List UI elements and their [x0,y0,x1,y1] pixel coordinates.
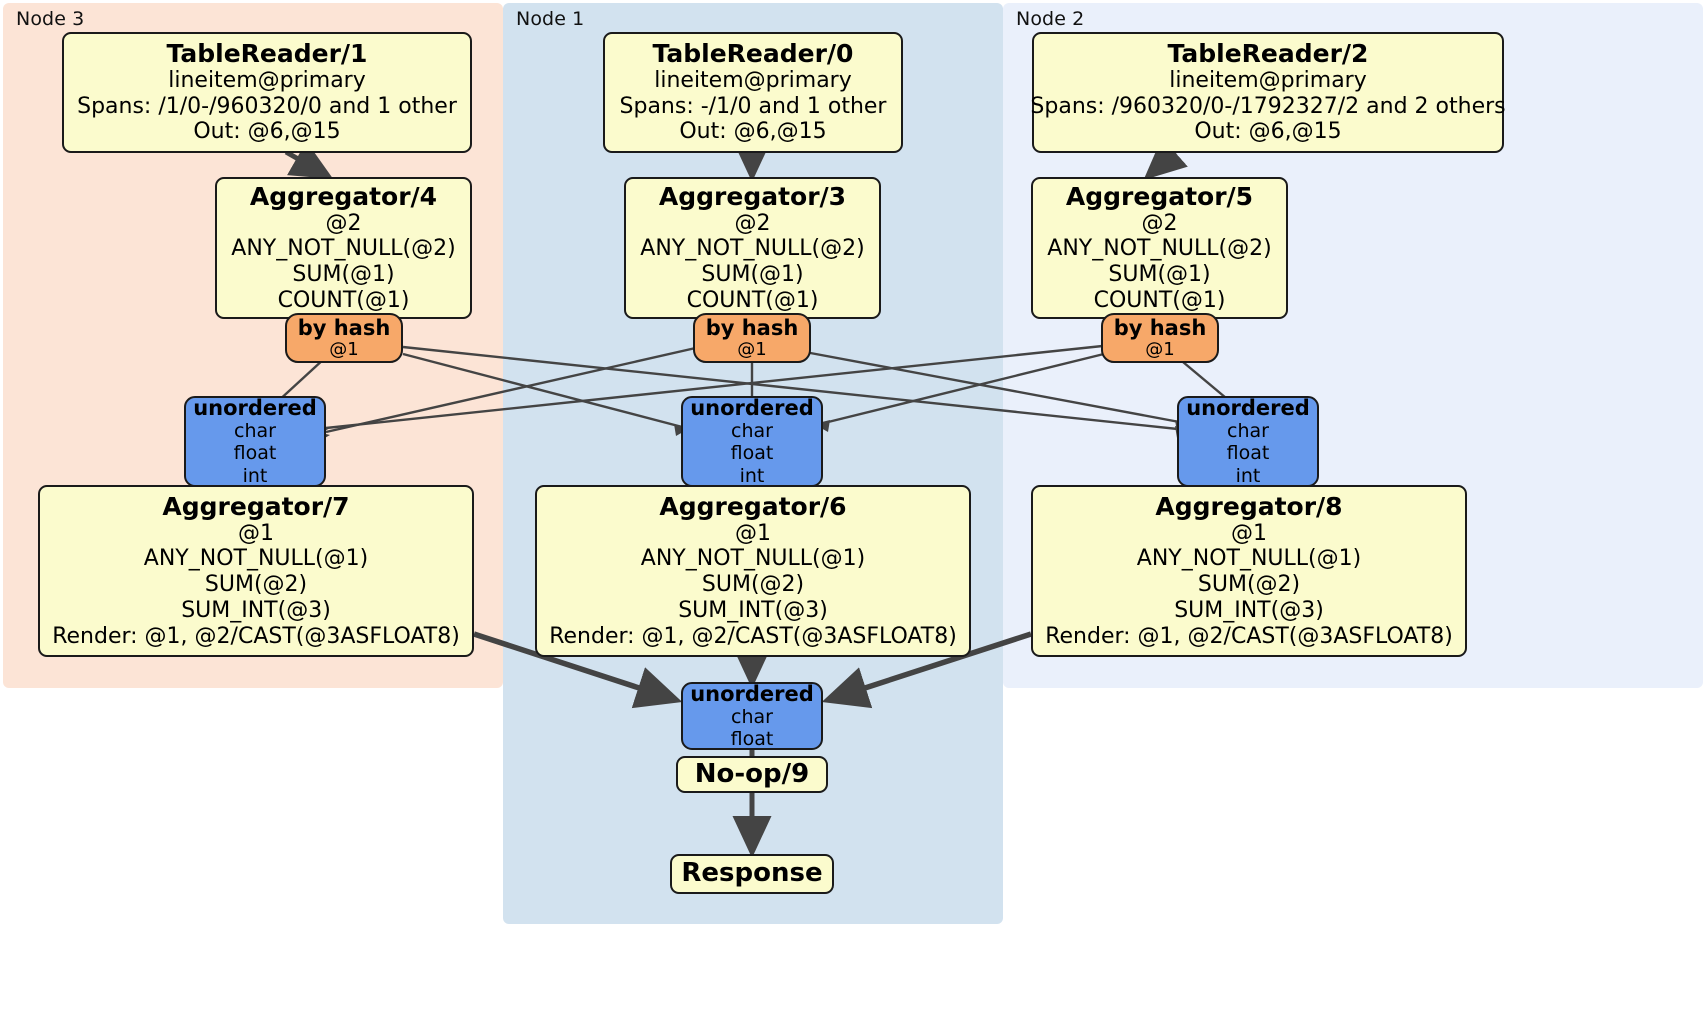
router-title: by hash [1113,315,1207,340]
processor-line: @1 [735,520,771,546]
processor-aggregator-3[interactable]: Aggregator/3 @2 ANY_NOT_NULL(@2) SUM(@1)… [624,177,881,319]
processor-line: Out: @6,@15 [679,119,827,145]
panel-label-node-3: Node 3 [16,8,85,30]
processor-title: Aggregator/8 [1155,491,1343,521]
processor-line: lineitem@primary [168,67,366,93]
synchronizer-unordered-center[interactable]: unordered char float int [681,396,823,487]
synchronizer-line: char [731,705,773,728]
processor-line: Out: @6,@15 [193,119,341,145]
router-title: by hash [705,315,799,340]
synchronizer-title: unordered [1186,395,1310,420]
processor-line: COUNT(@1) [277,287,410,313]
synchronizer-line: int [242,464,268,487]
processor-line: SUM_INT(@3) [678,597,828,623]
processor-line: @2 [325,210,362,236]
processor-line: SUM_INT(@3) [181,597,331,623]
synchronizer-line: char [731,419,773,442]
processor-line: ANY_NOT_NULL(@2) [640,236,865,262]
synchronizer-line: char [234,419,276,442]
processor-line: Out: @6,@15 [1194,119,1342,145]
processor-render-line: Render: @1, @2/CAST(@3ASFLOAT8) [52,623,460,649]
synchronizer-line: int [1235,464,1261,487]
processor-response[interactable]: Response [670,854,834,894]
processor-title: TableReader/2 [1167,38,1369,68]
processor-line: @1 [1231,520,1267,546]
processor-aggregator-6[interactable]: Aggregator/6 @1 ANY_NOT_NULL(@1) SUM(@2)… [535,485,971,657]
synchronizer-unordered-right[interactable]: unordered char float int [1177,396,1319,487]
synchronizer-line: int [739,464,765,487]
processor-title: TableReader/0 [652,38,854,68]
processor-line: Spans: /960320/0-/1792327/2 and 2 others [1030,93,1506,119]
synchronizer-title: unordered [690,681,814,706]
processor-title: Aggregator/5 [1065,181,1254,211]
processor-line: SUM_INT(@3) [1174,597,1324,623]
processor-line: lineitem@primary [654,67,852,93]
processor-title: Response [681,858,823,889]
processor-line: @2 [1141,210,1178,236]
router-title: by hash [297,315,391,340]
processor-line: COUNT(@1) [686,287,819,313]
processor-line: COUNT(@1) [1093,287,1226,313]
processor-line: SUM(@1) [701,262,804,287]
synchronizer-title: unordered [193,395,317,420]
processor-title: Aggregator/3 [658,181,847,211]
processor-tablereader-2[interactable]: TableReader/2 lineitem@primary Spans: /9… [1030,32,1506,153]
synchronizer-title: unordered [690,395,814,420]
processor-line: ANY_NOT_NULL(@2) [1047,236,1272,262]
synchronizer-line: char [1227,419,1269,442]
panel-label-node-2: Node 2 [1016,8,1085,30]
router-by-hash-left[interactable]: by hash @1 [285,313,403,363]
processor-render-line: Render: @1, @2/CAST(@3ASFLOAT8) [549,623,957,649]
router-line: @1 [1145,338,1175,360]
processor-line: SUM(@2) [1197,572,1301,598]
router-by-hash-right[interactable]: by hash @1 [1101,313,1219,363]
processor-line: SUM(@2) [204,572,308,598]
processor-line: SUM(@1) [1108,262,1211,287]
processor-line: SUM(@2) [701,572,805,598]
processor-line: Spans: /1/0-/960320/0 and 1 other [77,93,457,119]
processor-aggregator-7[interactable]: Aggregator/7 @1 ANY_NOT_NULL(@1) SUM(@2)… [38,485,474,657]
processor-line: Spans: -/1/0 and 1 other [619,93,887,119]
synchronizer-unordered-left[interactable]: unordered char float int [184,396,326,487]
processor-title: No-op/9 [694,758,810,789]
processor-line: ANY_NOT_NULL(@1) [1136,546,1362,572]
synchronizer-line: float [1226,442,1270,465]
processor-title: TableReader/1 [166,38,368,68]
synchronizer-line: float [730,442,774,465]
processor-title: Aggregator/7 [162,491,350,521]
processor-tablereader-1[interactable]: TableReader/1 lineitem@primary Spans: /1… [62,32,472,153]
router-line: @1 [737,338,767,360]
processor-line: SUM(@1) [292,262,395,287]
processor-aggregator-5[interactable]: Aggregator/5 @2 ANY_NOT_NULL(@2) SUM(@1)… [1031,177,1288,319]
synchronizer-line: float [233,442,277,465]
synchronizer-line: float [730,728,774,751]
processor-noop-9[interactable]: No-op/9 [676,756,828,793]
processor-line: @1 [238,520,274,546]
processor-render-line: Render: @1, @2/CAST(@3ASFLOAT8) [1045,623,1453,649]
processor-aggregator-4[interactable]: Aggregator/4 @2 ANY_NOT_NULL(@2) SUM(@1)… [215,177,472,319]
router-line: @1 [329,338,359,360]
processor-line: lineitem@primary [1169,67,1367,93]
processor-title: Aggregator/6 [659,491,847,521]
processor-line: ANY_NOT_NULL(@1) [640,546,866,572]
processor-line: ANY_NOT_NULL(@2) [231,236,456,262]
processor-line: ANY_NOT_NULL(@1) [143,546,369,572]
panel-label-node-1: Node 1 [516,8,585,30]
router-by-hash-center[interactable]: by hash @1 [693,313,811,363]
synchronizer-unordered-final[interactable]: unordered char float [681,682,823,750]
processor-aggregator-8[interactable]: Aggregator/8 @1 ANY_NOT_NULL(@1) SUM(@2)… [1031,485,1467,657]
processor-line: @2 [734,210,771,236]
processor-title: Aggregator/4 [249,181,438,211]
processor-tablereader-0[interactable]: TableReader/0 lineitem@primary Spans: -/… [603,32,903,153]
